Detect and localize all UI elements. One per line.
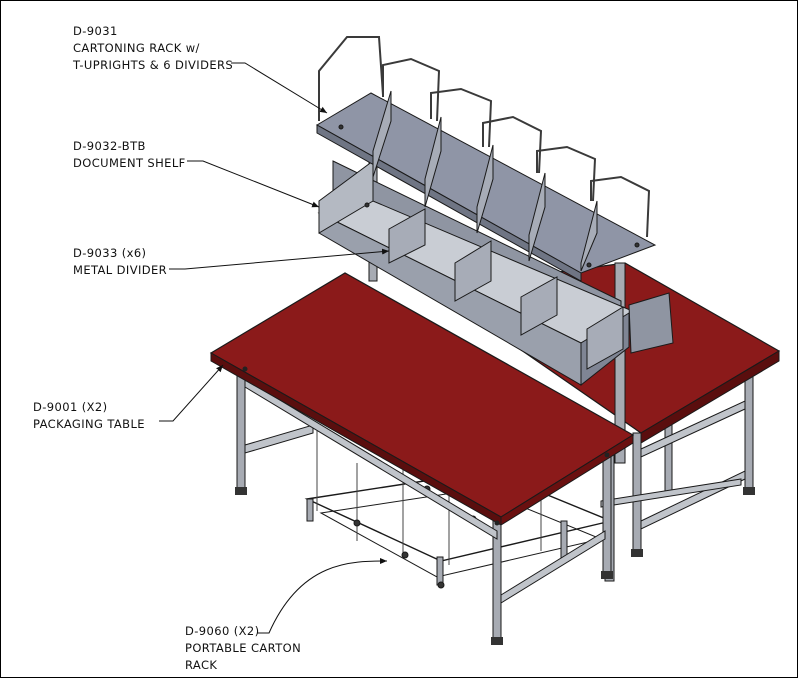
part-description: METAL DIVIDER (73, 263, 168, 277)
leader-cartoning-rack (231, 62, 328, 114)
leader-metal-divider (169, 248, 390, 270)
table-leg (236, 370, 246, 490)
callout-packaging-table: D-9001 (X2) PACKAGING TABLE (33, 399, 145, 433)
leader-carton-rack (257, 558, 388, 634)
part-number: D-9060 (X2) (185, 624, 260, 638)
callout-carton-rack: D-9060 (X2) PORTABLE CARTON RACK (185, 623, 301, 674)
rack-divider (476, 144, 494, 234)
metal-divider (520, 276, 558, 336)
leader-packaging-table (159, 364, 224, 422)
part-description: RACK (185, 658, 218, 672)
part-number: D-9001 (X2) (33, 400, 108, 414)
metal-divider (388, 208, 426, 264)
document-shelf (317, 160, 674, 387)
packaging-table-front (209, 272, 635, 645)
callout-document-shelf: D-9032-BTB DOCUMENT SHELF (73, 138, 186, 172)
metal-divider (586, 306, 624, 370)
part-number: D-9032-BTB (73, 139, 146, 153)
rack-divider (372, 90, 392, 178)
part-description: PACKAGING TABLE (33, 417, 145, 431)
rack-divider (424, 116, 442, 208)
metal-divider (454, 240, 492, 302)
part-description: PORTABLE CARTON (185, 641, 302, 655)
rack-divider (580, 200, 598, 272)
rack-divider (528, 172, 546, 262)
leader-document-shelf (187, 160, 320, 208)
table-leg (632, 432, 642, 552)
leader-lines (159, 62, 390, 634)
table-leg (602, 452, 612, 574)
part-number: D-9031 (73, 24, 118, 38)
cartoning-rack (315, 36, 657, 282)
callout-cartoning-rack: D-9031 CARTONING RACK w/ T-UPRIGHTS & 6 … (73, 23, 233, 74)
part-description: T-UPRIGHTS & 6 DIVIDERS (73, 58, 234, 72)
part-number: D-9033 (x6) (73, 246, 147, 260)
part-description: DOCUMENT SHELF (73, 156, 186, 170)
part-description: CARTONING RACK w/ (73, 41, 200, 55)
callout-metal-divider: D-9033 (x6) METAL DIVIDER (73, 245, 167, 279)
